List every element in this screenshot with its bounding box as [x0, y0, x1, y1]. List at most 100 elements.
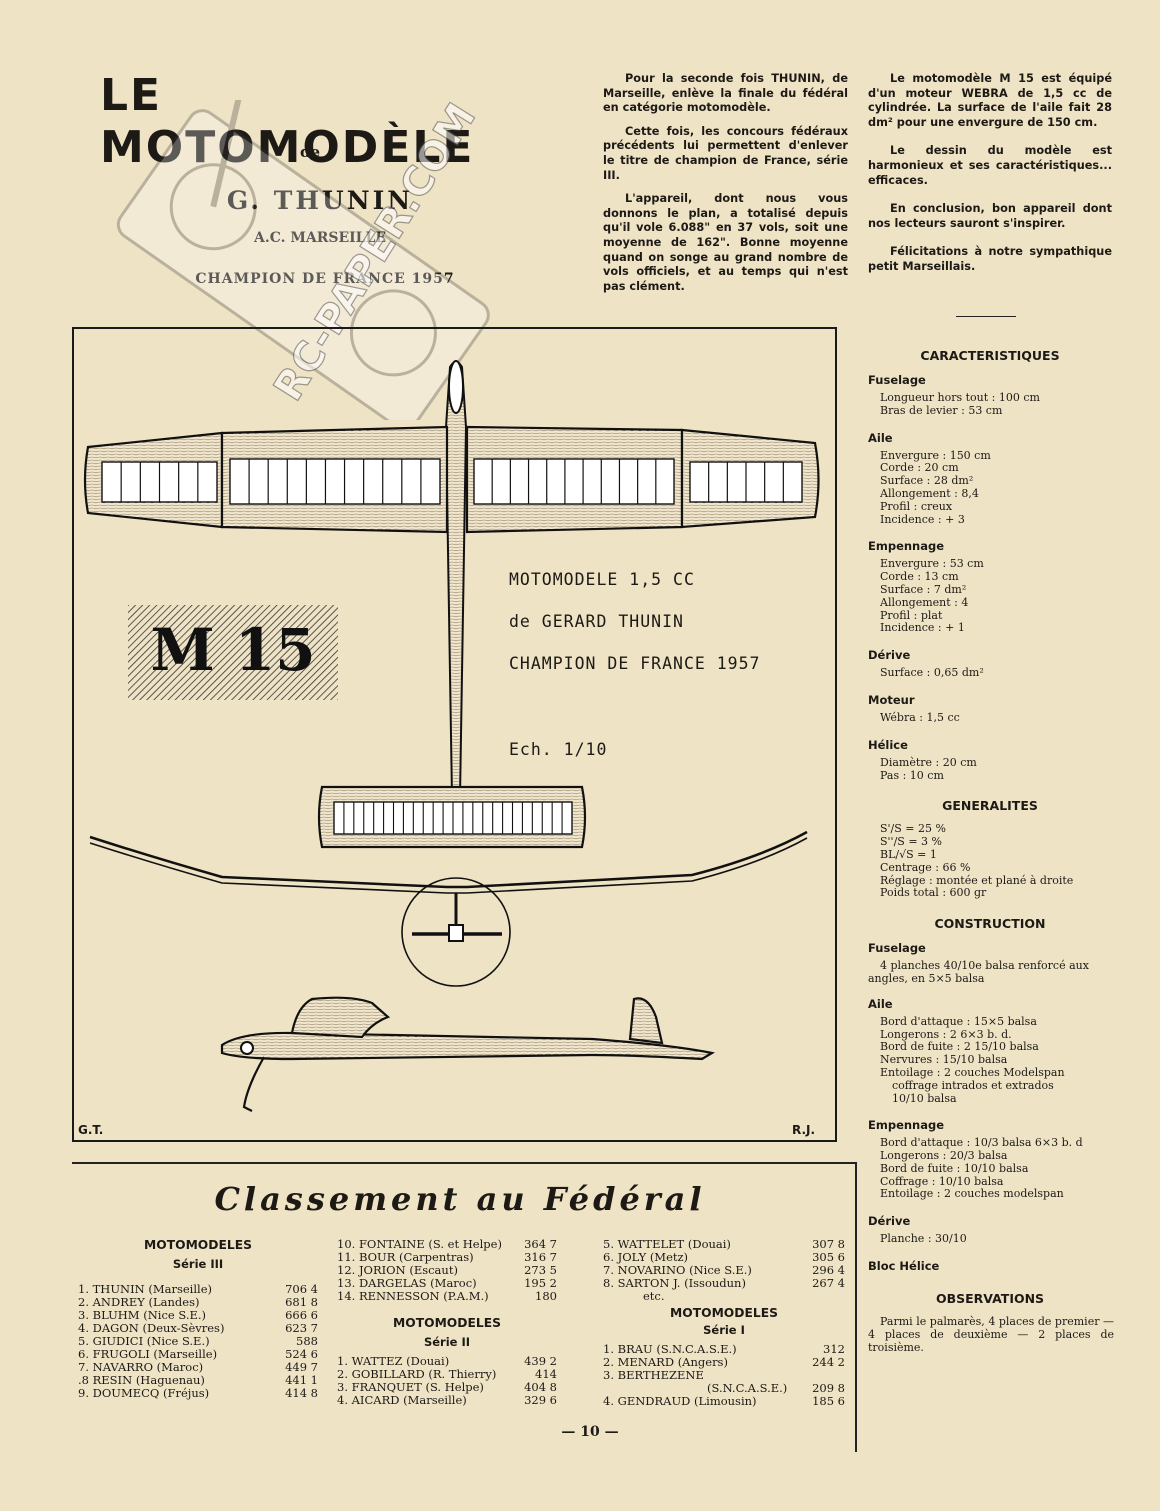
spec-line: Corde : 20 cm	[880, 461, 959, 475]
ranking-row: 6. JOLY (Metz)305 6	[603, 1251, 845, 1264]
spec-line: Diamètre : 20 cm	[880, 755, 977, 769]
intro-paragraph: Félicitations à notre sympathique petit …	[868, 245, 1112, 273]
spec-heading: Dérive	[868, 1214, 911, 1229]
spec-heading: Empennage	[868, 539, 945, 554]
classement-box	[72, 1162, 857, 1452]
ranking-score: 441 1	[285, 1373, 318, 1387]
spec-line: Poids total : 600 gr	[880, 886, 987, 900]
spec-line: Envergure : 150 cm	[880, 448, 991, 462]
ranking-row: 2. MENARD (Angers)244 2	[603, 1356, 845, 1369]
ranking-name: 1. WATTEZ (Douai)	[337, 1354, 450, 1368]
ranking-name: 5. WATTELET (Douai)	[603, 1237, 731, 1251]
ranking-row: 1. WATTEZ (Douai)439 2	[337, 1355, 557, 1368]
spec-line: Surface : 7 dm²	[880, 582, 967, 596]
spec-line: Wébra : 1,5 cc	[880, 710, 960, 724]
spec-line: Nervures : 15/10 balsa	[880, 1053, 1008, 1067]
spec-line: 10/10 balsa	[892, 1091, 957, 1105]
page-number: — 10 —	[561, 1424, 619, 1440]
column-separator	[956, 316, 1016, 317]
ranking-row: 4. AICARD (Marseille)329 6	[337, 1394, 557, 1407]
plan-drawing	[83, 360, 820, 1112]
spec-line: Envergure : 53 cm	[880, 557, 984, 571]
ranking-name: 14. RENNESSON (P.A.M.)	[337, 1289, 489, 1303]
ranking-score: 312	[823, 1342, 845, 1356]
ranking-row: 3. FRANQUET (S. Helpe) 404 8	[337, 1381, 557, 1394]
ranking-name: 9. DOUMECQ (Fréjus)	[78, 1386, 210, 1400]
spec-line: Surface : 0,65 dm²	[880, 666, 984, 680]
ranking-row: 10. FONTAINE (S. et Helpe) 364 7	[337, 1238, 557, 1251]
category-heading: MOTOMODELES	[393, 1316, 501, 1330]
observations-text: Parmi le palmarès, 4 places de premier —…	[868, 1315, 1114, 1354]
ranking-score: 180	[535, 1289, 557, 1303]
ranking-score: 305 6	[812, 1250, 845, 1264]
spec-line: Longerons : 20/3 balsa	[880, 1149, 1008, 1163]
ranking-row: 7. NAVARRO (Maroc)449 7	[78, 1361, 318, 1374]
ranking-row: 11. BOUR (Carpentras)316 7	[337, 1251, 557, 1264]
ranking-score: 267 4	[812, 1276, 845, 1290]
spec-heading: Aile	[868, 430, 893, 445]
ranking-row: 5. WATTELET (Douai) 307 8	[603, 1238, 845, 1251]
spec-heading: Moteur	[868, 692, 915, 707]
specifications: CARACTERISTIQUES Fuselage Longueur hors …	[866, 342, 1114, 1354]
ranking-name: 2. MENARD (Angers)	[603, 1355, 728, 1369]
intro-paragraph: Le dessin du modèle est harmonieux et se…	[868, 144, 1112, 187]
ranking-row: (S.N.C.A.S.E.) 209 8	[603, 1382, 845, 1395]
spec-heading: Dérive	[868, 648, 911, 663]
ranking-name: 3. FRANQUET (S. Helpe)	[337, 1380, 484, 1394]
ranking-name: 2. GOBILLARD (R. Thierry)	[337, 1367, 497, 1381]
ranking-name: 4. GENDRAUD (Limousin)	[603, 1394, 757, 1408]
ranking-score: 273 5	[524, 1263, 557, 1277]
etc-text: etc.	[643, 1289, 665, 1303]
ranking-score: 209 8	[812, 1381, 845, 1395]
spec-heading: Fuselage	[868, 373, 926, 387]
drawing-scale: Ech. 1/10	[509, 740, 608, 759]
ranking-name: 6. FRUGOLI (Marseille)	[78, 1347, 218, 1361]
author-name: G. THUNIN	[190, 186, 450, 215]
intro-column-2: Le motomodèle M 15 est équipé d'un moteu…	[868, 72, 1112, 284]
ranking-score: 681 8	[285, 1295, 318, 1309]
spec-line: Allongement : 8,4	[880, 486, 979, 500]
ranking-row: 4. DAGON (Deux-Sèvres)623 7	[78, 1322, 318, 1335]
ranking-score: 364 7	[524, 1237, 557, 1251]
spec-line: Longerons : 2 6×3 b. d.	[880, 1027, 1012, 1041]
ranking-row: 7. NOVARINO (Nice S.E.)296 4	[603, 1264, 845, 1277]
ranking-score: 588	[296, 1334, 318, 1348]
spec-line: Réglage : montée et plané à droite	[880, 873, 1074, 887]
page-title: LE MOTOMODÈLE	[100, 70, 475, 173]
ranking-row: 1. BRAU (S.N.C.A.S.E.)312	[603, 1343, 845, 1356]
spec-line: Entoilage : 2 couches Modelspan	[880, 1065, 1065, 1079]
plan-drawing-frame	[72, 327, 837, 1142]
drawing-author-line: de GERARD THUNIN	[509, 612, 684, 631]
ranking-score: 307 8	[812, 1237, 845, 1251]
ranking-row: 13. DARGELAS (Maroc)195 2	[337, 1277, 557, 1290]
intro-paragraph: L'appareil, dont nous vous donnons le pl…	[603, 192, 848, 293]
spec-heading: Aile	[868, 996, 893, 1011]
category-heading: MOTOMODELES	[670, 1306, 778, 1320]
spec-line: Bord de fuite : 10/10 balsa	[880, 1161, 1029, 1175]
ranking-row: .8 RESIN (Haguenau)441 1	[78, 1374, 318, 1387]
series-heading: Série II	[423, 1335, 471, 1349]
spec-line: Surface : 28 dm²	[880, 474, 974, 488]
ranking-score: 316 7	[524, 1250, 557, 1264]
spec-line: 4 planches 40/10e balsa renforcé aux ang…	[868, 959, 1089, 985]
ranking-name: 10. FONTAINE (S. et Helpe)	[337, 1237, 502, 1251]
observations-heading: OBSERVATIONS	[935, 1291, 1045, 1307]
spec-line: coffrage intrados et extrados	[892, 1078, 1054, 1092]
ranking-score: 404 8	[524, 1380, 557, 1394]
spec-line: Incidence : + 1	[880, 621, 965, 635]
intro-paragraph: Pour la seconde fois THUNIN, de Marseill…	[603, 72, 848, 115]
ranking-score: 449 7	[285, 1360, 318, 1374]
ranking-score: 414 8	[285, 1386, 318, 1400]
ranking-club: (S.N.C.A.S.E.)	[707, 1381, 788, 1395]
caracteristiques-heading: CARACTERISTIQUES	[920, 348, 1060, 363]
drawing-signature-left: G.T.	[78, 1123, 104, 1137]
spec-line: Longueur hors tout : 100 cm	[880, 391, 1040, 404]
ranking-row: 1. THUNIN (Marseille)706 4	[78, 1283, 318, 1296]
intro-paragraph: En conclusion, bon appareil dont nos lec…	[868, 202, 1112, 230]
championship-line: CHAMPION DE FRANCE 1957	[170, 271, 480, 287]
ranking-row: 4. GENDRAUD (Limousin) 185 6	[603, 1395, 845, 1408]
spec-line: Profil : creux	[880, 499, 953, 513]
